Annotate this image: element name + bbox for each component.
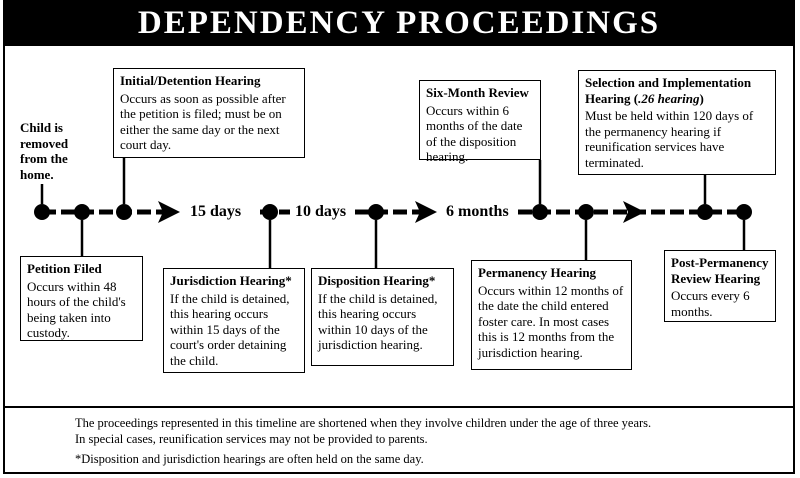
timeline-node bbox=[262, 204, 278, 220]
interval-label-6-months: 6 months bbox=[443, 202, 512, 222]
child-removed-label: Child is removed from the home. bbox=[20, 120, 69, 182]
box-title: Post-Permanency Review Hearing bbox=[671, 255, 769, 286]
box-body: Occurs as soon as possible after the pet… bbox=[120, 90, 286, 153]
box-title: Petition Filed bbox=[27, 261, 102, 276]
box-title: Permanency Hearing bbox=[478, 265, 597, 280]
box-jurisdiction-hearing: Jurisdiction Hearing* If the child is de… bbox=[163, 268, 305, 373]
box-body: Occurs every 6 months. bbox=[671, 288, 750, 319]
box-body: Occurs within 12 months of the date the … bbox=[478, 282, 624, 360]
box-title-part: ) bbox=[699, 90, 704, 106]
footer-note: *Disposition and jurisdiction hearings a… bbox=[75, 452, 424, 466]
footer-divider bbox=[3, 406, 795, 408]
box-title: Selection and Implementation Hearing (.2… bbox=[585, 75, 769, 106]
timeline-node bbox=[74, 204, 90, 220]
timeline-node bbox=[736, 204, 752, 220]
box-title: Jurisdiction Hearing* bbox=[170, 273, 292, 288]
box-post-permanency-review: Post-Permanency Review Hearing Occurs ev… bbox=[664, 250, 776, 322]
interval-label-15-days: 15 days bbox=[187, 202, 245, 222]
box-body: If the child is detained, this hearing o… bbox=[170, 290, 290, 368]
page-title: DEPENDENCY PROCEEDINGS bbox=[3, 0, 795, 46]
box-title-part: Selection and Implementation Hearing ( bbox=[585, 75, 752, 106]
box-disposition-hearing: Disposition Hearing* If the child is det… bbox=[311, 268, 454, 366]
timeline-arrow bbox=[623, 201, 645, 223]
timeline-node bbox=[116, 204, 132, 220]
box-body: Must be held within 120 days of the perm… bbox=[585, 108, 754, 170]
timeline-node bbox=[578, 204, 594, 220]
timeline-node bbox=[368, 204, 384, 220]
footer-line-1: The proceedings represented in this time… bbox=[75, 416, 652, 430]
box-body: Occurs within 6 months of the date of th… bbox=[426, 102, 523, 165]
timeline-node bbox=[697, 204, 713, 220]
box-title: Six-Month Review bbox=[426, 85, 529, 100]
box-title: Disposition Hearing* bbox=[318, 273, 436, 288]
timeline-node bbox=[34, 204, 50, 220]
timeline-node bbox=[532, 204, 548, 220]
box-title: Initial/Detention Hearing bbox=[120, 73, 261, 88]
box-petition-filed: Petition Filed Occurs within 48 hours of… bbox=[20, 256, 143, 341]
interval-label-10-days: 10 days bbox=[292, 202, 350, 222]
box-body: If the child is detained, this hearing o… bbox=[318, 290, 438, 353]
footer-line-2: In special cases, reunification services… bbox=[75, 432, 428, 446]
timeline-arrow bbox=[415, 201, 437, 223]
box-permanency-hearing: Permanency Hearing Occurs within 12 mont… bbox=[471, 260, 632, 370]
timeline-arrow bbox=[158, 201, 180, 223]
box-title-italic: .26 hearing bbox=[638, 90, 700, 106]
box-body: Occurs within 48 hours of the child's be… bbox=[27, 278, 126, 341]
box-selection-implementation-hearing: Selection and Implementation Hearing (.2… bbox=[578, 70, 776, 175]
box-six-month-review: Six-Month Review Occurs within 6 months … bbox=[419, 80, 541, 164]
box-initial-detention-hearing: Initial/Detention Hearing Occurs as soon… bbox=[113, 68, 305, 158]
